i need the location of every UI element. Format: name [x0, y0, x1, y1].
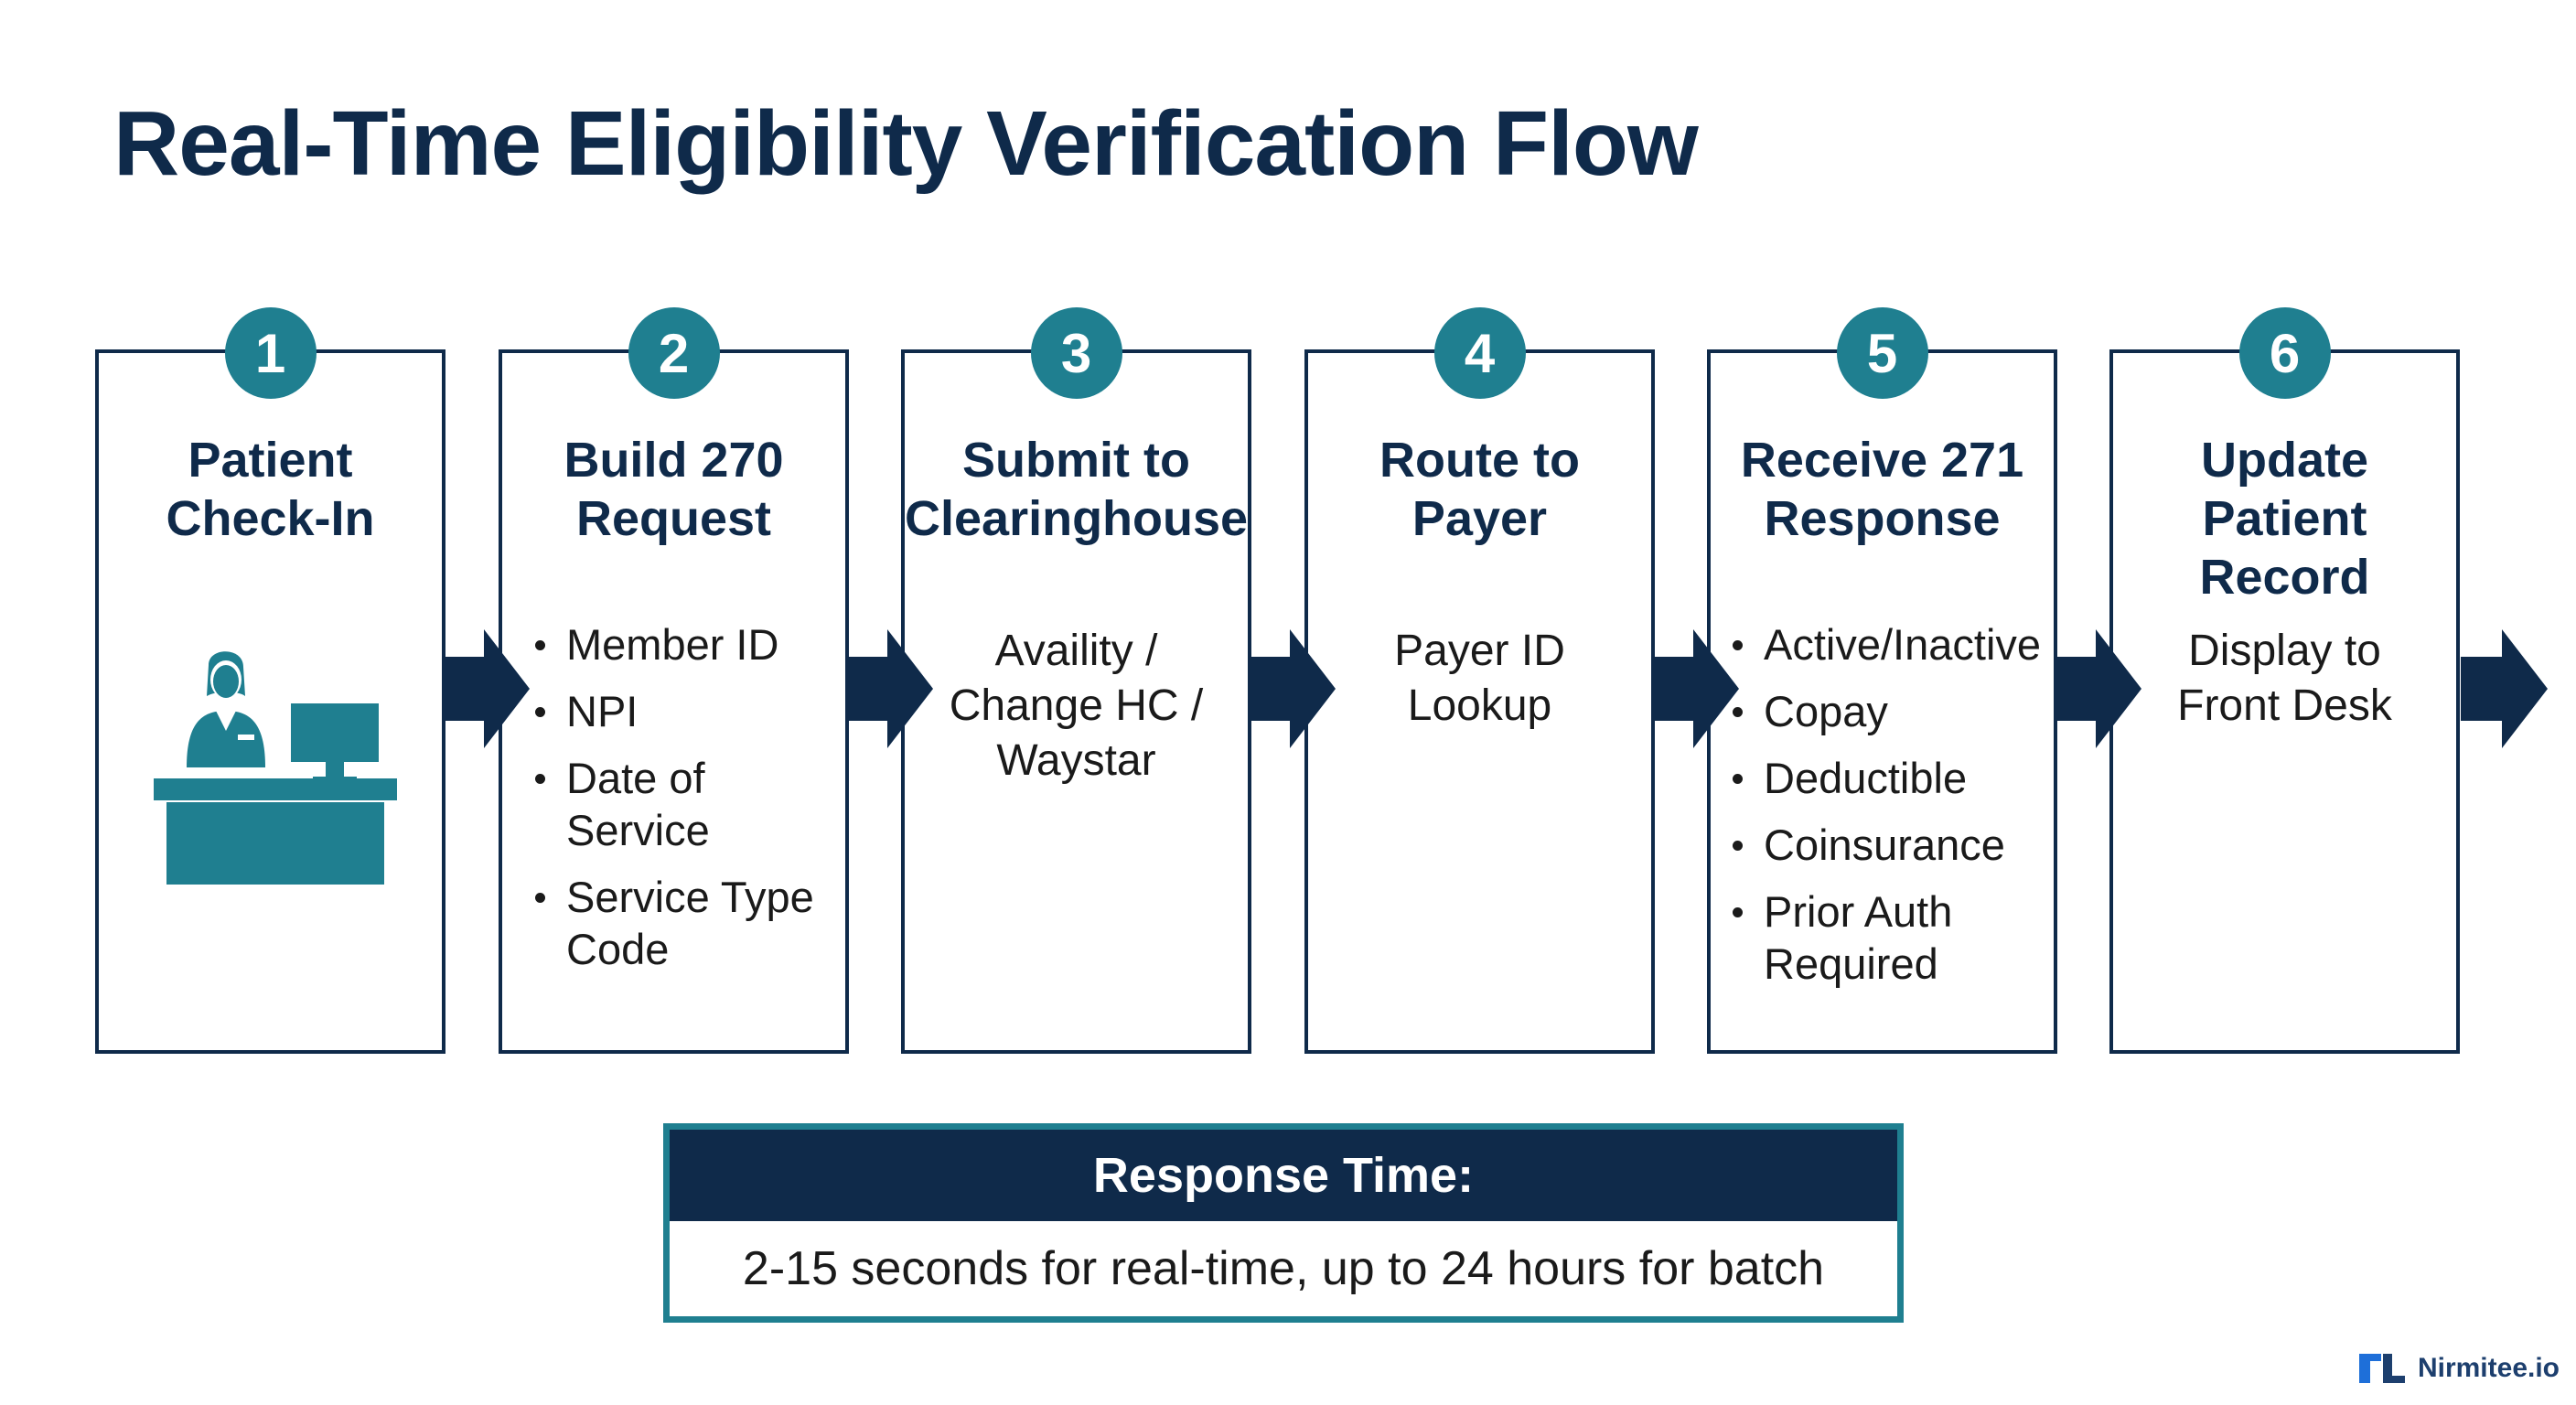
step-title-line: Update	[2200, 433, 2368, 488]
step-item-list: Active/Inactive Copay Deductible Coinsur…	[1727, 618, 2050, 1004]
step-title-line: Record	[2199, 550, 2370, 605]
step-title-line: Route to	[1379, 433, 1580, 488]
flow-arrow-icon	[443, 629, 530, 748]
step-title-line: Receive 271	[1740, 433, 2024, 488]
step-title-line: Build 270	[564, 433, 784, 488]
step-title-line: Patient	[188, 433, 353, 488]
step-title-line: Request	[575, 491, 772, 546]
step-card-6: 6 Update Patient Record Display to Front…	[2109, 307, 2460, 1054]
response-time-text: 2-15 seconds for real-time, up to 24 hou…	[742, 1242, 1825, 1295]
step-card-1: 1 Patient Check-In	[95, 307, 445, 1054]
flow-arrow-icon	[846, 629, 933, 748]
step-number-badge: 4	[1433, 307, 1526, 399]
step-description-line: Availity /	[994, 627, 1158, 675]
step-title-line: Clearinghouse	[905, 491, 1249, 546]
step-description: Display to Front Desk	[2113, 624, 2456, 734]
flow-arrow-icon	[2055, 629, 2141, 748]
nirmitee-logo-icon	[2358, 1354, 2405, 1383]
step-number-badge: 1	[224, 307, 317, 399]
step-title-line: Patient	[2202, 491, 2367, 546]
page-title: Real-Time Eligibility Verification Flow	[113, 92, 1699, 195]
step-card-2: 2 Build 270 Request Member ID NPI Date o…	[499, 307, 849, 1054]
step-description-line: Front Desk	[2177, 681, 2392, 730]
step-title: Build 270 Request	[502, 431, 845, 548]
list-item: Coinsurance	[1727, 819, 2050, 871]
flow-arrow-icon	[1249, 629, 1336, 748]
response-time-box: Response Time: 2-15 seconds for real-tim…	[663, 1123, 1904, 1323]
list-item: Copay	[1727, 685, 2050, 737]
step-title-line: Check-In	[166, 491, 375, 546]
step-title-line: Response	[1764, 491, 2001, 546]
step-title: Receive 271 Response	[1711, 431, 2054, 548]
step-number-badge: 6	[2238, 307, 2331, 399]
step-description: Availity / Change HC / Waystar	[905, 624, 1248, 788]
step-card-4: 4 Route to Payer Payer ID Lookup	[1304, 307, 1655, 1054]
flow-arrow-icon	[2461, 629, 2548, 748]
step-description-line: Waystar	[996, 736, 1156, 785]
front-desk-icon	[154, 651, 397, 885]
response-time-header: Response Time:	[670, 1130, 1897, 1221]
step-description-line: Display to	[2188, 627, 2381, 675]
flow-arrow-icon	[1652, 629, 1739, 748]
list-item: Deductible	[1727, 752, 2050, 804]
step-description-line: Change HC /	[949, 681, 1204, 730]
step-description: Payer ID Lookup	[1308, 624, 1651, 734]
step-title: Update Patient Record	[2113, 431, 2456, 606]
brand-name: Nirmitee.io	[2417, 1353, 2560, 1383]
step-number-badge: 2	[628, 307, 720, 399]
step-title: Patient Check-In	[99, 431, 442, 548]
step-number-badge: 5	[1836, 307, 1928, 399]
step-title: Submit to Clearinghouse	[905, 431, 1248, 548]
step-description-line: Lookup	[1407, 681, 1552, 730]
list-item: NPI	[530, 685, 832, 737]
step-title-line: Payer	[1411, 491, 1548, 546]
list-item: Member ID	[530, 618, 832, 670]
step-title: Route to Payer	[1308, 431, 1651, 548]
step-title-line: Submit to	[962, 433, 1190, 488]
brand-mark: Nirmitee.io	[2358, 1352, 2560, 1385]
step-card-5: 5 Receive 271 Response Active/Inactive C…	[1707, 307, 2057, 1054]
step-card-3: 3 Submit to Clearinghouse Availity / Cha…	[901, 307, 1251, 1054]
list-item: Active/Inactive	[1727, 618, 2050, 670]
step-description-line: Payer ID	[1394, 627, 1565, 675]
step-number-badge: 3	[1030, 307, 1122, 399]
